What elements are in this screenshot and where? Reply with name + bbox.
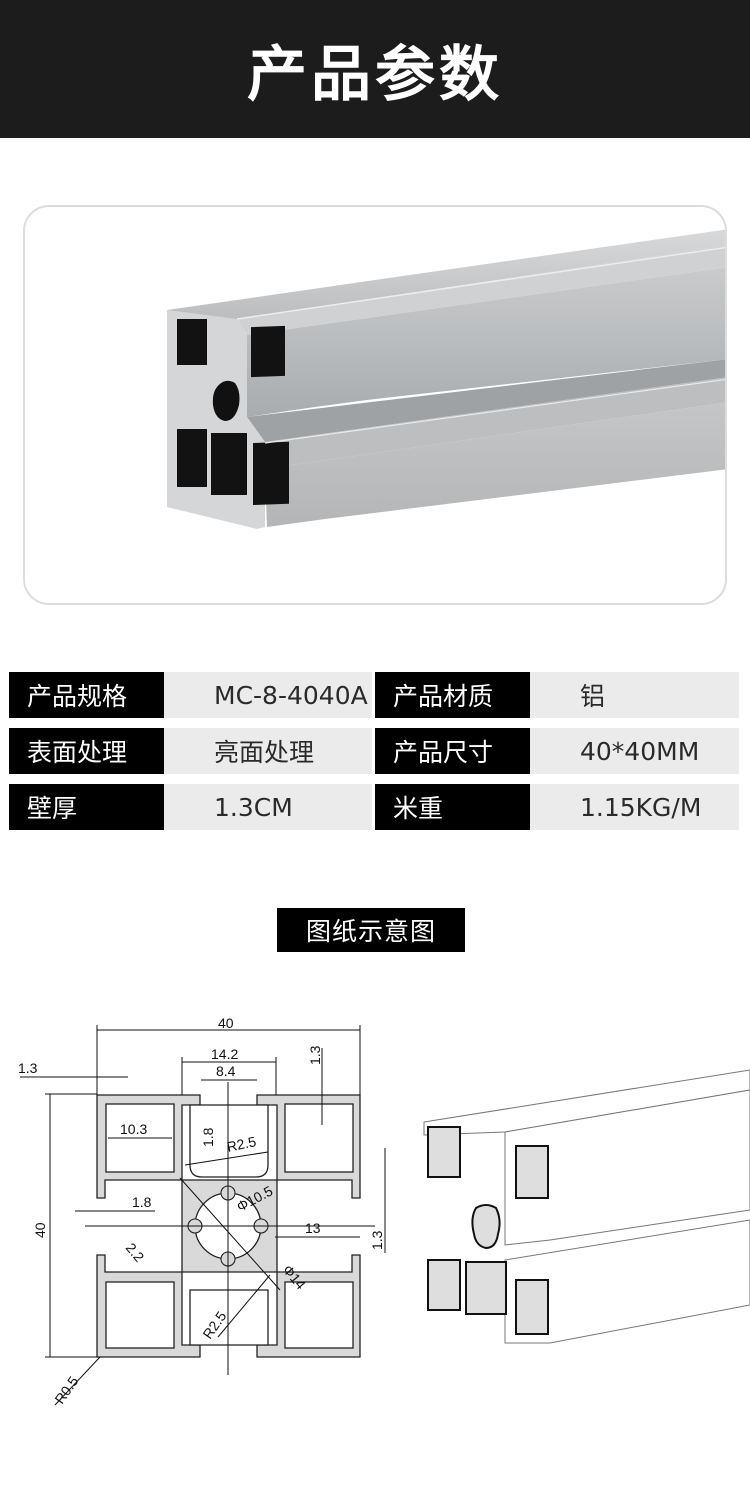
spec-row: 壁厚 1.3CM 米重 1.15KG/M <box>9 784 739 830</box>
spec-label: 产品规格 <box>9 672 164 718</box>
dim-offset: 13 <box>305 1220 321 1236</box>
dim-wall-left: 1.3 <box>18 1060 38 1076</box>
spec-label: 米重 <box>375 784 530 830</box>
dim-slot-opening: 8.4 <box>216 1063 236 1079</box>
page-title: 产品参数 <box>247 39 503 110</box>
header-banner: 产品参数 <box>0 0 750 138</box>
drawing-section-tag: 图纸示意图 <box>277 908 465 952</box>
aluminum-profile-illustration <box>167 229 725 529</box>
dim-fillet-top: R2.5 <box>225 1133 257 1155</box>
spec-row: 表面处理 亮面处理 产品尺寸 40*40MM <box>9 728 739 774</box>
spec-value: 1.15KG/M <box>530 784 739 830</box>
spec-label: 产品材质 <box>375 672 530 718</box>
spec-value: 1.3CM <box>164 784 372 830</box>
spec-value: MC-8-4040A <box>164 672 372 718</box>
spec-value: 铝 <box>530 672 739 718</box>
dim-wall-right: 1.3 <box>369 1230 385 1250</box>
dim-slot-outer: 14.2 <box>211 1046 238 1062</box>
dim-width: 40 <box>218 1015 234 1031</box>
dim-wall-top: 1.3 <box>307 1045 323 1065</box>
spec-label: 壁厚 <box>9 784 164 830</box>
spec-value: 40*40MM <box>530 728 739 774</box>
dim-corner: R0.5 <box>51 1373 81 1407</box>
dim-cavity: 10.3 <box>120 1121 147 1137</box>
profile-sketch-illustration <box>423 1069 750 1344</box>
dim-height: 40 <box>32 1222 48 1238</box>
spec-label: 产品尺寸 <box>375 728 530 774</box>
product-photo-card <box>23 205 727 605</box>
cross-section-drawing: 40 14.2 8.4 1.3 1.3 10.3 1.8 R2.5 1.8 Φ1… <box>18 1015 386 1407</box>
spec-row: 产品规格 MC-8-4040A 产品材质 铝 <box>9 672 739 718</box>
dim-lip-gap: 1.8 <box>132 1194 152 1210</box>
dim-web: 2.2 <box>123 1240 148 1265</box>
spec-value: 亮面处理 <box>164 728 372 774</box>
spec-label: 表面处理 <box>9 728 164 774</box>
dim-lip-depth: 1.8 <box>200 1127 216 1147</box>
